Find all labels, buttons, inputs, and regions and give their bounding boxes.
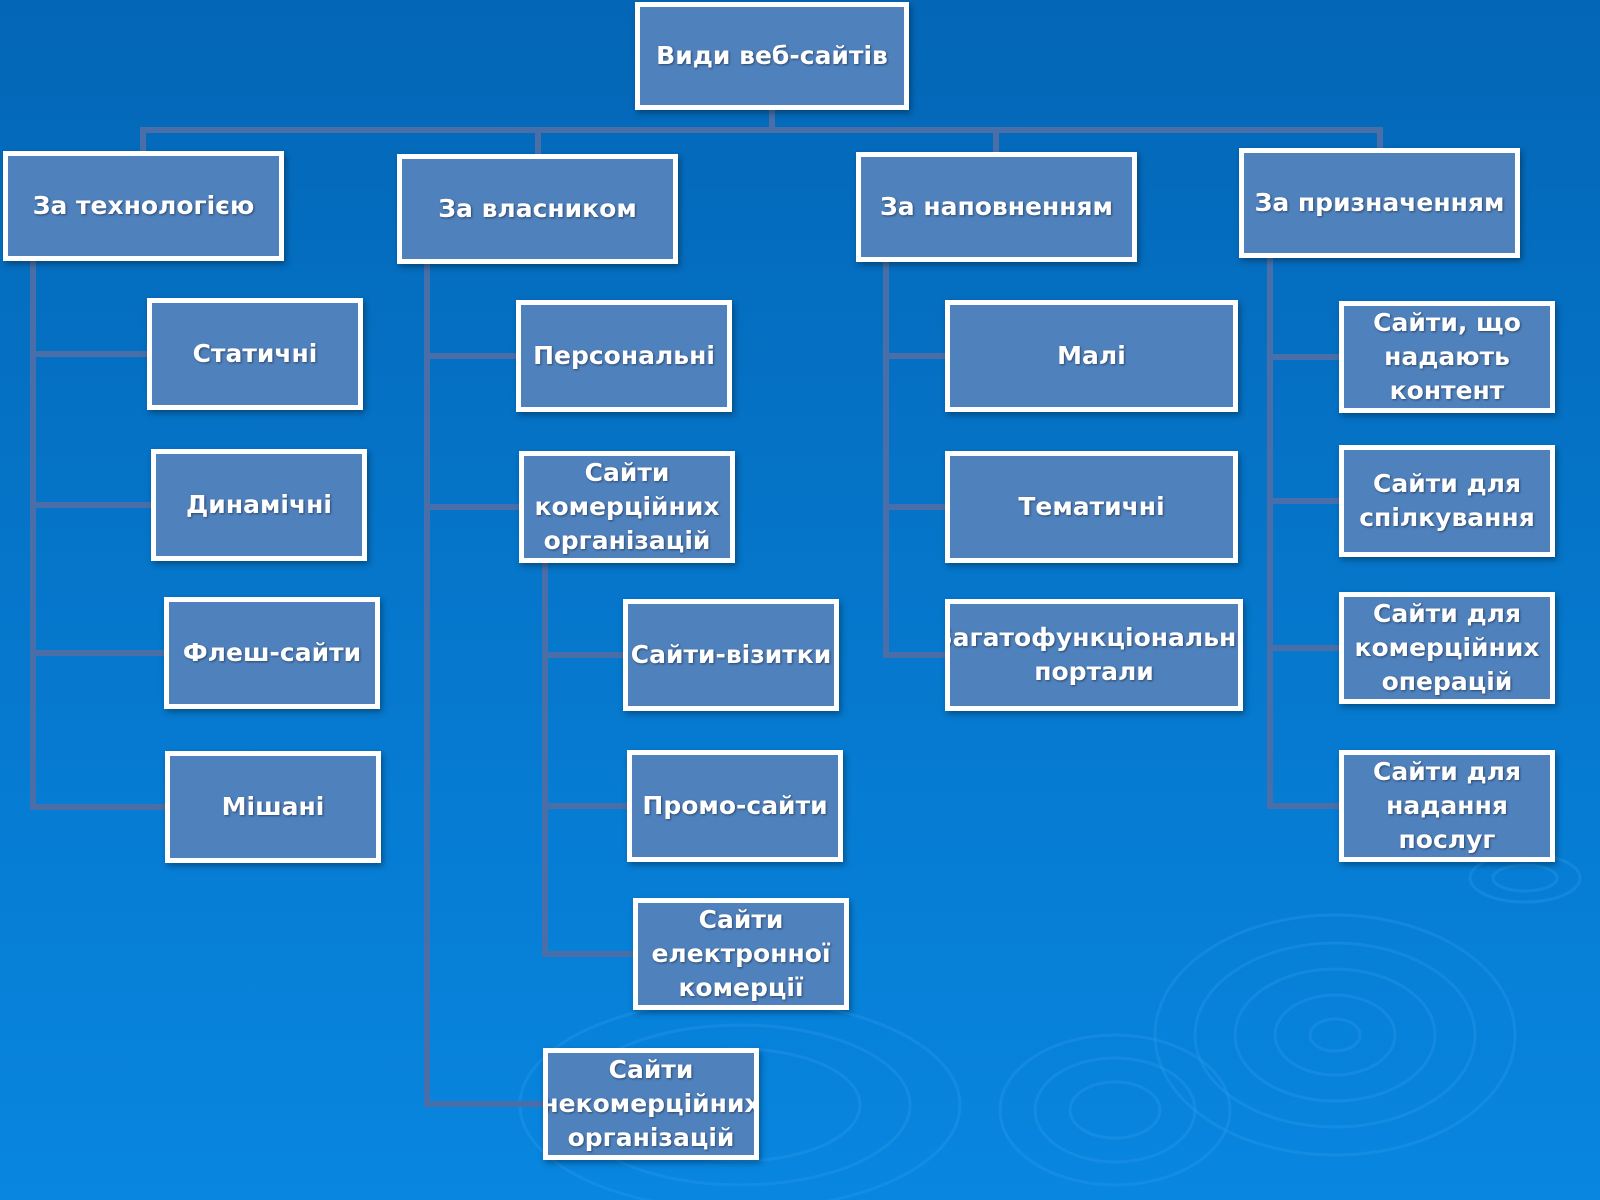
- category-content: За наповненням: [856, 152, 1137, 262]
- root-label: Види веб-сайтів: [656, 41, 888, 70]
- node-commerce-operations-sites: Сайти для комерційних операцій: [1339, 592, 1555, 704]
- node-flash: Флеш-сайти: [164, 597, 380, 709]
- node-mixed: Мішані: [165, 751, 381, 863]
- node-communication-sites: Сайти для спілкування: [1339, 445, 1555, 557]
- node-label: Сайти-візитки: [630, 640, 832, 669]
- node-label: Сайти для надання послуг: [1373, 757, 1521, 854]
- node-content-sites: Сайти, що надають контент: [1339, 301, 1555, 413]
- category-owner: За власником: [397, 154, 678, 264]
- node-label: Багатофункціональні, портали: [945, 623, 1243, 686]
- node-business-card-sites: Сайти-візитки: [623, 599, 839, 711]
- node-label: Сайти, що надають контент: [1373, 308, 1521, 405]
- node-label: Статичні: [192, 339, 318, 368]
- node-label: Флеш-сайти: [182, 638, 362, 667]
- node-label: Сайти комерційних організацій: [534, 458, 720, 555]
- node-dynamic: Динамічні: [151, 449, 367, 561]
- node-static: Статичні: [147, 298, 363, 410]
- node-label: Тематичні: [1018, 492, 1165, 521]
- node-label: Персональні: [533, 341, 715, 370]
- node-thematic: Тематичні: [945, 451, 1238, 563]
- category-purpose: За призначенням: [1239, 148, 1520, 258]
- node-label: Сайти для спілкування: [1359, 469, 1535, 532]
- node-services-sites: Сайти для надання послуг: [1339, 750, 1555, 862]
- node-label: Сайти для комерційних операцій: [1354, 599, 1540, 696]
- category-technology: За технологією: [3, 151, 284, 261]
- node-personal: Персональні: [516, 300, 732, 412]
- node-label: Динамічні: [186, 490, 332, 519]
- category-label: За власником: [438, 194, 637, 223]
- node-promo-sites: Промо-сайти: [627, 750, 843, 862]
- node-small: Малі: [945, 300, 1238, 412]
- node-label: Мішані: [221, 792, 325, 821]
- node-commercial-organizations: Сайти комерційних організацій: [519, 451, 735, 563]
- category-label: За наповненням: [879, 192, 1113, 221]
- node-label: Сайти некомерційних організацій: [543, 1055, 759, 1152]
- category-label: За призначенням: [1254, 188, 1505, 217]
- node-ecommerce-sites: Сайти електронної комерції: [633, 898, 849, 1010]
- node-multifunctional-portals: Багатофункціональні, портали: [945, 599, 1243, 711]
- node-label: Малі: [1057, 341, 1126, 370]
- category-label: За технологією: [32, 191, 255, 220]
- node-label: Промо-сайти: [642, 791, 828, 820]
- root-node: Види веб-сайтів: [635, 2, 909, 110]
- node-label: Сайти електронної комерції: [651, 905, 831, 1002]
- node-noncommercial-organizations: Сайти некомерційних організацій: [543, 1048, 759, 1160]
